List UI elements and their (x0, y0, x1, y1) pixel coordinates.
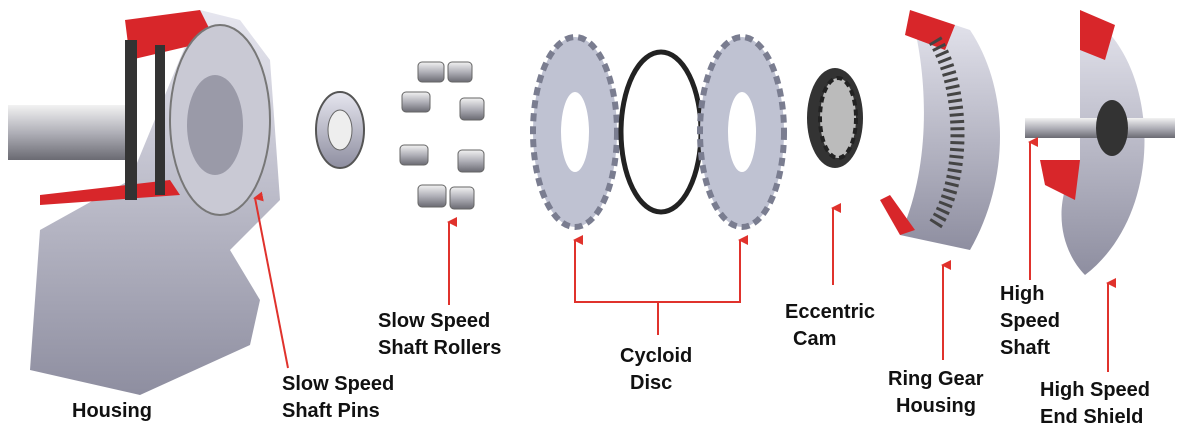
bracket-cycloid (574, 245, 741, 303)
shaft-rollers-part (399, 61, 485, 210)
eccentric-cam-part (807, 68, 863, 168)
housing-part (8, 10, 280, 395)
ring-gear-housing-part (880, 10, 1000, 250)
label-high-speed-end-shield: High Speed End Shield (1040, 377, 1150, 428)
label-line: Disc (630, 372, 673, 394)
label-housing: Housing (72, 400, 152, 422)
label-line: High (1000, 283, 1045, 305)
end-shield-part (1025, 10, 1175, 275)
label-line: Slow Speed (282, 373, 395, 395)
label-slow-speed-shaft-pins: Slow Speed Shaft Pins (282, 371, 394, 425)
label-eccentric-cam: Eccentric Cam (785, 299, 875, 353)
label-cycloid-disc: Cycloid Disc (620, 343, 692, 397)
bearing-part (315, 91, 365, 169)
label-line: End Shield (1040, 406, 1144, 428)
label-line: Shaft Pins (282, 400, 380, 422)
arrow-pins (253, 191, 289, 369)
label-line: Shaft Rollers (378, 337, 502, 359)
label-line: Eccentric (785, 301, 876, 323)
label-line: Speed (1000, 310, 1061, 332)
label-high-speed-shaft: High Speed Shaft (1000, 281, 1060, 362)
cycloid-disc-part (530, 34, 787, 230)
label-line: Slow Speed (378, 310, 491, 332)
label-slow-speed-shaft-rollers: Slow Speed Shaft Rollers (378, 308, 501, 362)
label-ring-gear-housing: Ring Gear Housing (888, 366, 984, 420)
label-line: Housing (896, 395, 976, 417)
label-line: High Speed (1040, 379, 1151, 401)
label-line: Ring Gear (888, 368, 984, 390)
label-line: Cam (793, 328, 837, 350)
label-line: Shaft (1000, 337, 1050, 359)
callout-arrows (253, 137, 1116, 372)
label-line: Cycloid (620, 345, 693, 367)
